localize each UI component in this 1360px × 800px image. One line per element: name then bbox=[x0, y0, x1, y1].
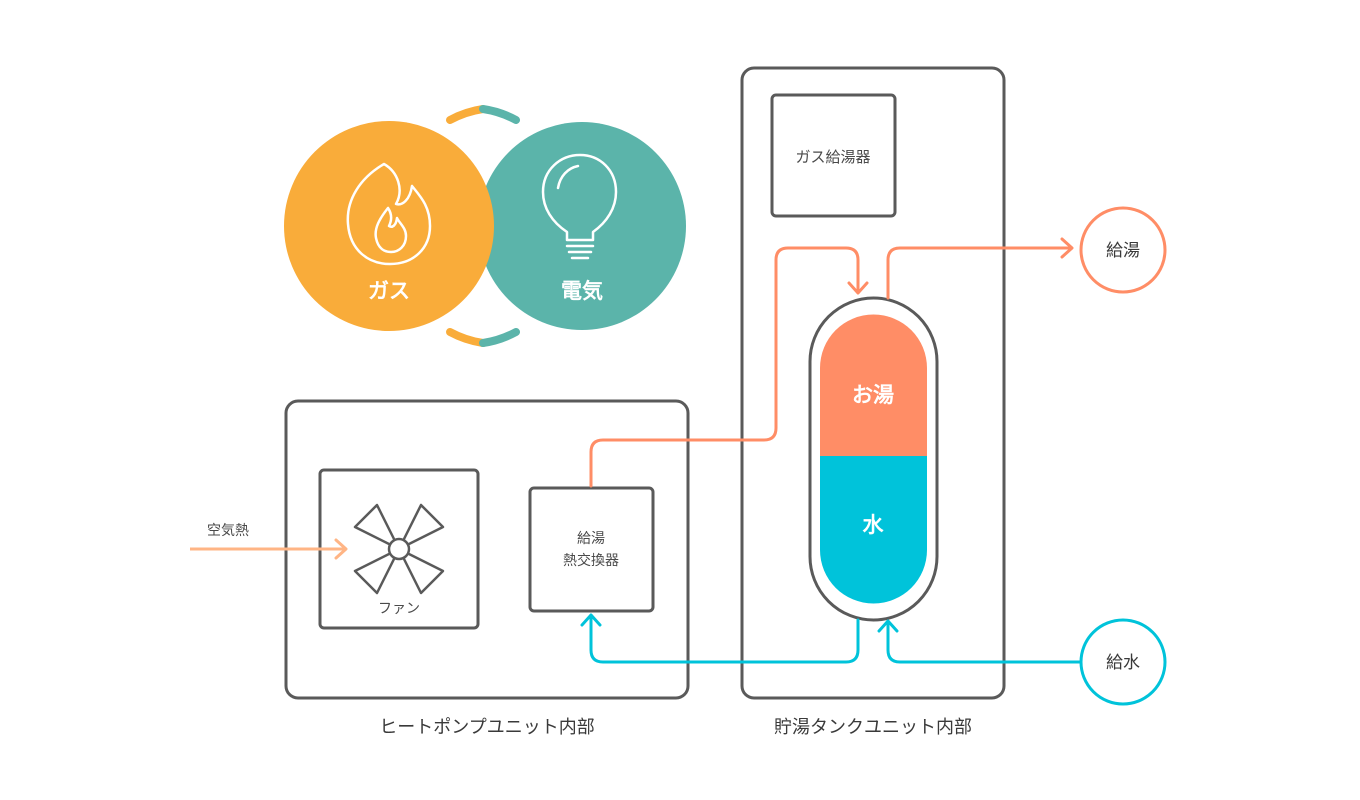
hot-water-pipes bbox=[589, 237, 1074, 488]
heat-exchanger-box bbox=[528, 486, 655, 613]
supply-hot-node: 給湯 bbox=[1079, 206, 1167, 294]
fan-label: ファン bbox=[378, 601, 420, 617]
gas-arc-bottom bbox=[446, 328, 487, 347]
hot-water-section bbox=[820, 314, 927, 456]
gas-heater-label: ガス給湯器 bbox=[795, 148, 870, 166]
electric-arc-top bbox=[479, 105, 520, 124]
heat-pump-unit: ファン 給湯 熱交換器 ヒートポンプユニット内部 bbox=[284, 399, 690, 738]
cold-pipe-from-supply bbox=[886, 620, 1082, 664]
tank-unit-caption: 貯湯タンクユニット内部 bbox=[774, 717, 972, 738]
electric-arc-bottom bbox=[479, 328, 520, 347]
cold-pipe-to-exchanger bbox=[589, 614, 860, 664]
light-bulb-icon bbox=[541, 153, 618, 260]
cold-water-section bbox=[820, 456, 927, 604]
supply-hot-label: 給湯 bbox=[1106, 241, 1140, 261]
supply-water-label: 給水 bbox=[1106, 653, 1140, 673]
gas-heater-box bbox=[770, 93, 897, 218]
hot-pipe-to-tank bbox=[589, 246, 860, 488]
cold-water-pipes bbox=[580, 613, 1082, 664]
gas-arc-top bbox=[446, 105, 487, 124]
hot-water-label: お湯 bbox=[852, 383, 894, 407]
energy-sources: ガス 電気 bbox=[284, 105, 686, 347]
flame-icon bbox=[346, 162, 432, 266]
exchanger-label-line2: 熱交換器 bbox=[563, 552, 619, 569]
hot-pipe-to-supply bbox=[886, 246, 1072, 300]
air-heat-arrow: 空気熱 bbox=[190, 523, 348, 560]
hot-pipe-arrow-down bbox=[847, 281, 869, 295]
supply-water-circle bbox=[1079, 618, 1167, 706]
supply-hot-circle bbox=[1079, 206, 1167, 294]
electric-label: 電気 bbox=[561, 279, 603, 303]
supply-water-node: 給水 bbox=[1079, 618, 1167, 706]
fan-icon bbox=[353, 503, 445, 595]
heat-pump-unit-caption: ヒートポンプユニット内部 bbox=[379, 717, 594, 738]
cold-pipe-arrow-up-tank bbox=[877, 619, 899, 633]
hot-pipe-arrow-right bbox=[1060, 237, 1074, 259]
water-label: 水 bbox=[863, 513, 885, 537]
tank-unit: ガス給湯器 お湯 水 貯湯タンクユニット内部 bbox=[740, 66, 1006, 738]
cold-pipe-arrow-up-exchanger bbox=[580, 613, 602, 627]
exchanger-label-line1: 給湯 bbox=[577, 530, 605, 547]
gas-label: ガス bbox=[368, 279, 410, 303]
air-heat-label: 空気熱 bbox=[207, 523, 249, 539]
tank-unit-frame bbox=[740, 66, 1006, 700]
electric-circle bbox=[478, 122, 686, 330]
